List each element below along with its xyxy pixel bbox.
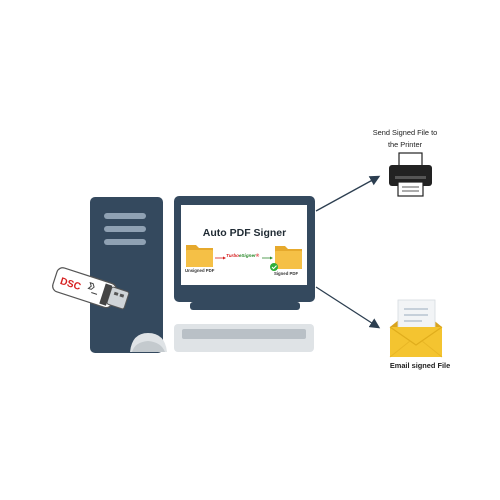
printer-label-line-2: the Printer xyxy=(387,140,423,149)
email-envelope-icon xyxy=(389,299,443,358)
unsigned-pdf-label: Unsigned PDF xyxy=(185,268,215,273)
tower-vent-1 xyxy=(104,213,146,219)
folder-icon xyxy=(186,245,213,267)
signed-folder-icon xyxy=(275,246,302,269)
printer-label-line-1: Send Signed File to xyxy=(372,128,438,137)
monitor-screen xyxy=(181,205,307,285)
brand-part-2: eSigner xyxy=(238,253,256,258)
tower-vent-3 xyxy=(104,239,146,245)
monitor-stand xyxy=(190,302,300,310)
tower-vent-2 xyxy=(104,226,146,232)
brand-part-1: Turbo xyxy=(226,253,239,258)
screen-title: Auto PDF Signer xyxy=(202,227,287,239)
printer-label: Send Signed File to the Printer xyxy=(355,127,455,151)
arrow-to-printer xyxy=(315,175,381,212)
mouse xyxy=(130,333,167,352)
monitor-neck xyxy=(229,290,259,305)
printer-icon xyxy=(389,152,432,197)
computer-tower xyxy=(90,197,163,353)
usb-drive-icon xyxy=(52,267,130,310)
email-label: Email signed File xyxy=(389,361,451,370)
monitor xyxy=(174,196,315,310)
arrow-to-email xyxy=(315,286,381,329)
brand-logo: TurboeSigner® xyxy=(226,253,259,258)
signed-pdf-label: Signed PDF xyxy=(274,271,299,276)
checkmark-icon xyxy=(270,263,278,271)
brand-mark: ® xyxy=(255,253,260,258)
keyboard xyxy=(174,324,314,352)
